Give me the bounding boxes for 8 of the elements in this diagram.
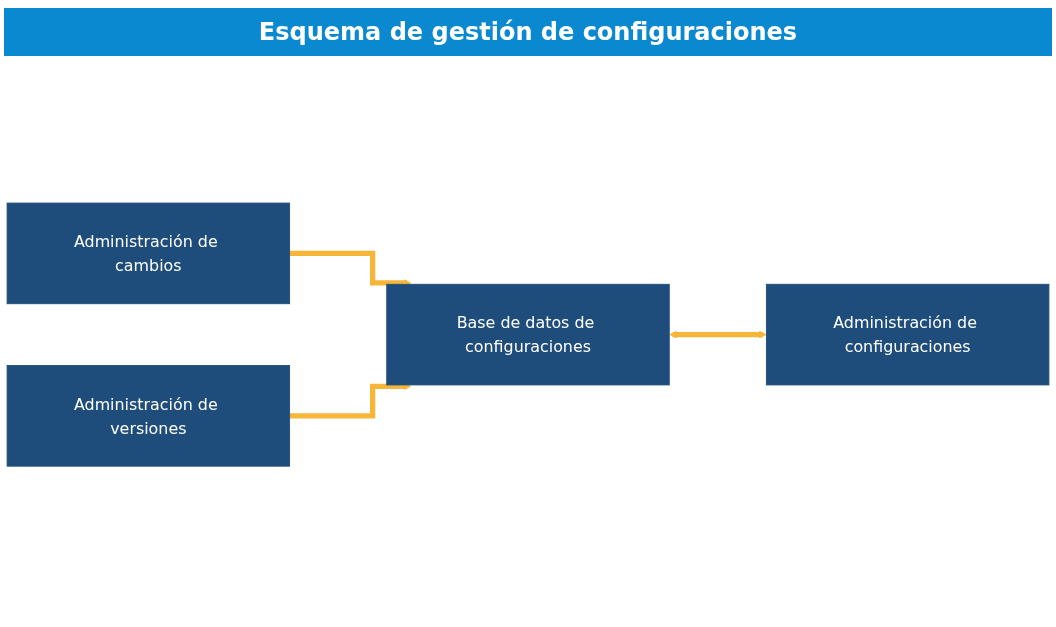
node-box: Base de datos de configuraciones [386,284,670,386]
arrow [669,331,767,339]
arrow [289,382,412,419]
node-box: Administración de cambios [6,203,291,305]
title-banner: Esquema de gestión de configuraciones [4,8,1052,56]
arrow [289,251,412,288]
node-box: Administración de configuraciones [765,284,1050,386]
node-box: Administración de versiones [6,365,291,467]
